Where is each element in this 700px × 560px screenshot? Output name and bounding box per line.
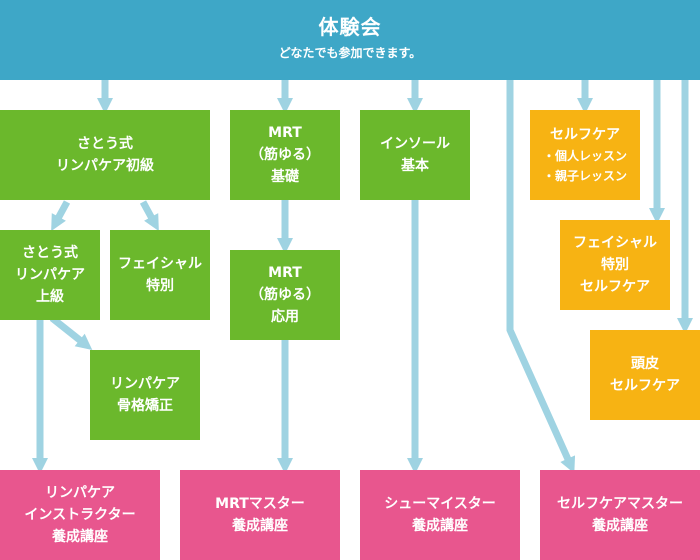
node-shoe-meister[interactable]: シューマイスター 養成講座 [360, 470, 520, 560]
arrow-header-to-selfcare-master [506, 78, 576, 474]
node-mrt-applied[interactable]: MRT （筋ゆる） 応用 [230, 250, 340, 340]
arrow-sato-basic-to-facial [139, 200, 159, 232]
header-banner: 体験会 どなたでも参加できます。 [0, 0, 700, 80]
arrow-sato-basic-to-advanced [51, 200, 71, 232]
node-insole-basic[interactable]: インソール 基本 [360, 110, 470, 200]
node-mrt-basic[interactable]: MRT （筋ゆる） 基礎 [230, 110, 340, 200]
node-sato-lymph-advanced[interactable]: さとう式 リンパケア 上級 [0, 230, 100, 320]
node-lymph-instructor[interactable]: リンパケア インストラクター 養成講座 [0, 470, 160, 560]
node-selfcare-master[interactable]: セルフケアマスター 養成講座 [540, 470, 700, 560]
node-mrt-master[interactable]: MRTマスター 養成講座 [180, 470, 340, 560]
header-title: 体験会 [318, 15, 382, 39]
node-selfcare[interactable]: セルフケア ・個人レッスン ・親子レッスン [530, 110, 640, 200]
node-facial-selfcare[interactable]: フェイシャル 特別 セルフケア [560, 220, 670, 310]
node-facial-special[interactable]: フェイシャル 特別 [110, 230, 210, 320]
arrow-advanced-to-skeletal [49, 315, 93, 351]
node-lymph-skeletal[interactable]: リンパケア 骨格矯正 [90, 350, 200, 440]
node-sato-lymph-basic[interactable]: さとう式 リンパケア初級 [0, 110, 210, 200]
header-subtitle: どなたでも参加できます。 [278, 46, 422, 60]
node-scalp-selfcare[interactable]: 頭皮 セルフケア [590, 330, 700, 420]
